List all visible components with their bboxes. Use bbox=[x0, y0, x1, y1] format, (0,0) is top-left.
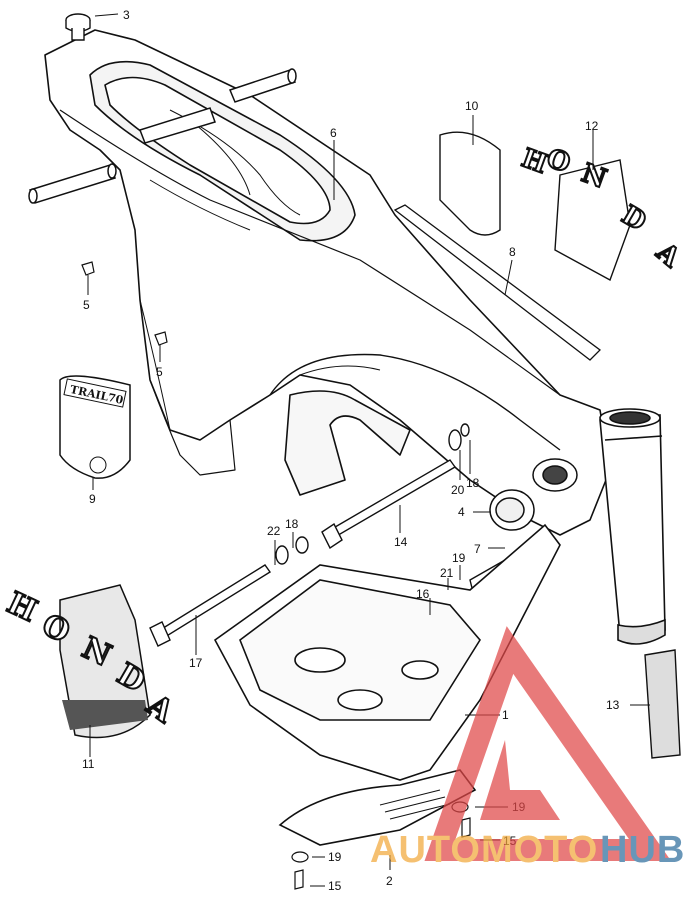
callout-10: 10 bbox=[465, 99, 479, 113]
watermark-triangle-icon bbox=[424, 626, 672, 861]
callout-6: 6 bbox=[330, 126, 337, 140]
washers bbox=[275, 423, 470, 565]
cover-plate bbox=[439, 131, 501, 236]
trim-strip bbox=[393, 204, 601, 361]
main-frame bbox=[44, 29, 611, 536]
callout-20: 20 bbox=[451, 483, 465, 497]
callout-5-lower: 5 bbox=[156, 365, 163, 379]
callout-11: 11 bbox=[82, 757, 95, 771]
callout-3: 3 bbox=[123, 8, 130, 22]
callout-9: 9 bbox=[89, 492, 96, 506]
side-emblem: H O N D A bbox=[1, 584, 181, 739]
svg-text:A: A bbox=[650, 237, 686, 274]
callout-2: 2 bbox=[386, 874, 393, 888]
callout-14: 14 bbox=[394, 535, 408, 549]
long-bolt bbox=[149, 564, 272, 647]
callout-1: 1 bbox=[502, 708, 509, 722]
callout-21: 21 bbox=[440, 566, 454, 580]
rear-spindles bbox=[28, 68, 297, 204]
svg-text:H: H bbox=[2, 586, 42, 630]
small-screws bbox=[81, 261, 168, 346]
callout-7: 7 bbox=[474, 542, 481, 556]
side-badge: TRAIL70 bbox=[59, 375, 131, 479]
callout-4: 4 bbox=[458, 505, 465, 519]
callout-19-bottom: 19 bbox=[328, 850, 342, 864]
tank-emblem: H O N D A bbox=[517, 142, 687, 282]
callout-19-upper: 19 bbox=[452, 551, 466, 565]
rubber-strip bbox=[644, 649, 681, 759]
pivot-boss bbox=[532, 458, 578, 492]
callout-18-upper: 18 bbox=[466, 476, 480, 490]
watermark-text-b: HUB bbox=[600, 829, 685, 871]
callout-17: 17 bbox=[189, 656, 203, 670]
engine-guard bbox=[213, 523, 561, 846]
through-bolt bbox=[321, 459, 457, 550]
watermark: AUTOMOTO HUB bbox=[370, 626, 685, 871]
callout-12: 12 bbox=[585, 119, 599, 133]
callout-16: 16 bbox=[416, 587, 430, 601]
callout-5-upper: 5 bbox=[83, 298, 90, 312]
watermark-text-a: AUTOMOTO bbox=[370, 829, 598, 871]
callout-15-bottom: 15 bbox=[328, 879, 342, 893]
top-bolt bbox=[65, 13, 91, 41]
callout-leaders bbox=[87, 13, 650, 887]
callout-22: 22 bbox=[267, 524, 281, 538]
grommet bbox=[489, 489, 535, 531]
callout-18-lower: 18 bbox=[285, 517, 299, 531]
callout-8: 8 bbox=[509, 245, 516, 259]
callout-13: 13 bbox=[606, 698, 620, 712]
head-tube bbox=[599, 408, 666, 645]
